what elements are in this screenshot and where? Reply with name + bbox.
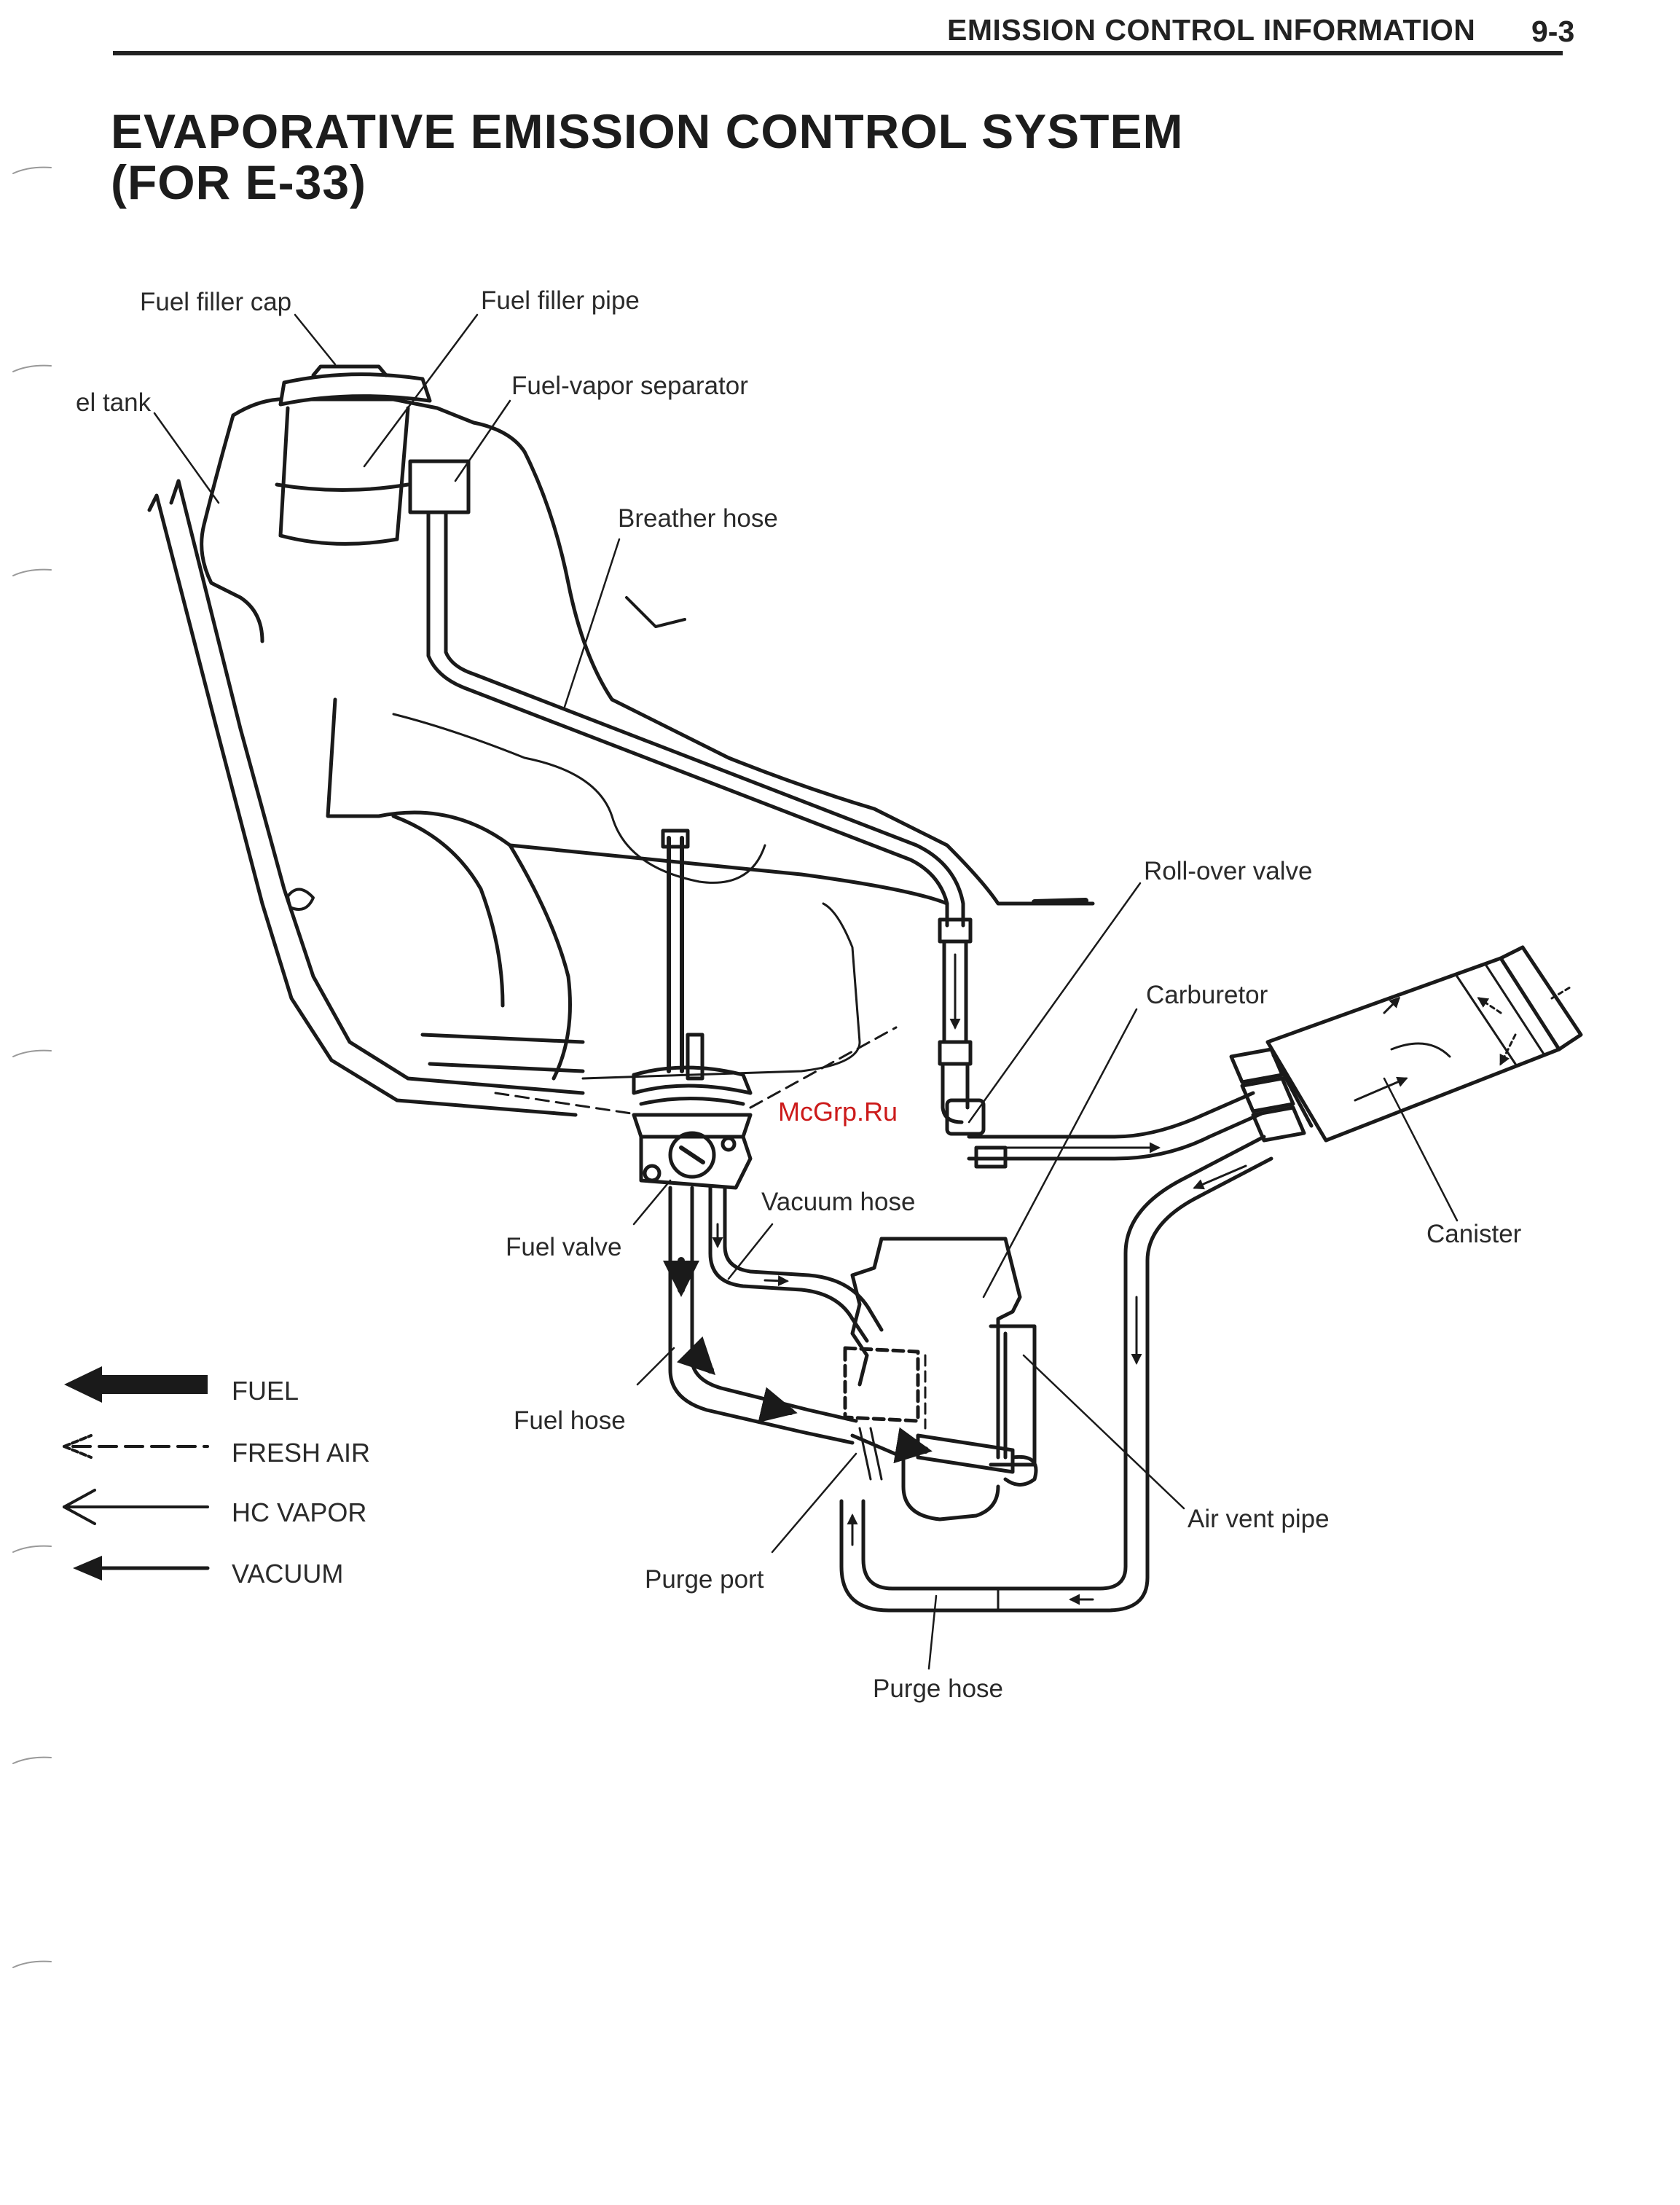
legend-fresh-air-arrow [63,1434,209,1459]
legend-vacuum-arrow [73,1556,210,1581]
label-purge-hose: Purge hose [873,1675,1004,1703]
label-fuel-tank: el tank [76,388,152,417]
fuel-vapor-separator [408,459,471,514]
page-title-line1: EVAPORATIVE EMISSION CONTROL SYSTEM [111,104,1184,158]
label-canister: Canister [1426,1220,1522,1248]
label-vacuum-hose: Vacuum hose [761,1188,916,1216]
fuel-valve [632,829,753,1190]
legend-vacuum-label: VACUUM [232,1559,344,1589]
label-fuel-filler-pipe: Fuel filler pipe [481,286,640,315]
carburetor [843,1237,1038,1521]
label-fuel-valve: Fuel valve [506,1233,622,1261]
label-purge-port: Purge port [645,1565,764,1594]
roll-over-valve [938,917,986,1136]
vent-hose-to-canister [967,1091,1264,1169]
fuel-hose [663,1186,933,1464]
legend-fuel-arrow [64,1366,208,1403]
legend-fuel-label: FUEL [232,1376,299,1406]
purge-hose [839,1135,1273,1613]
label-roll-over-valve: Roll-over valve [1144,857,1313,885]
page-title-line2: (FOR E-33) [111,155,367,209]
canister [1229,945,1583,1143]
label-breather-hose: Breather hose [618,504,778,533]
frame [147,479,585,1117]
label-fuel-filler-cap: Fuel filler cap [140,288,292,316]
margin-marks [12,166,52,1968]
page-number: 9-3 [1531,15,1575,48]
leader-lines [153,313,1459,1670]
label-fuel-vapor-separator: Fuel-vapor separator [511,372,748,400]
breather-hose [426,512,965,928]
label-carburetor: Carburetor [1146,981,1268,1009]
legend-hc-vapor-label: HC VAPOR [232,1497,367,1527]
fuel-filler-cap [278,364,432,407]
legend-fresh-air-label: FRESH AIR [232,1438,371,1468]
section-header: EMISSION CONTROL INFORMATION [947,13,1476,47]
label-fuel-hose: Fuel hose [514,1406,626,1435]
fuel-filler-pipe [275,406,410,546]
label-air-vent-pipe: Air vent pipe [1188,1505,1330,1533]
fresh-air-path [494,1092,643,1116]
fresh-air-path-2 [749,1026,898,1109]
fuel-tank [200,397,1095,1081]
watermark: McGrp.Ru [778,1097,898,1127]
vacuum-hose [708,1186,884,1343]
header-rule [113,51,1563,55]
legend-hc-vapor-arrow [63,1489,209,1525]
